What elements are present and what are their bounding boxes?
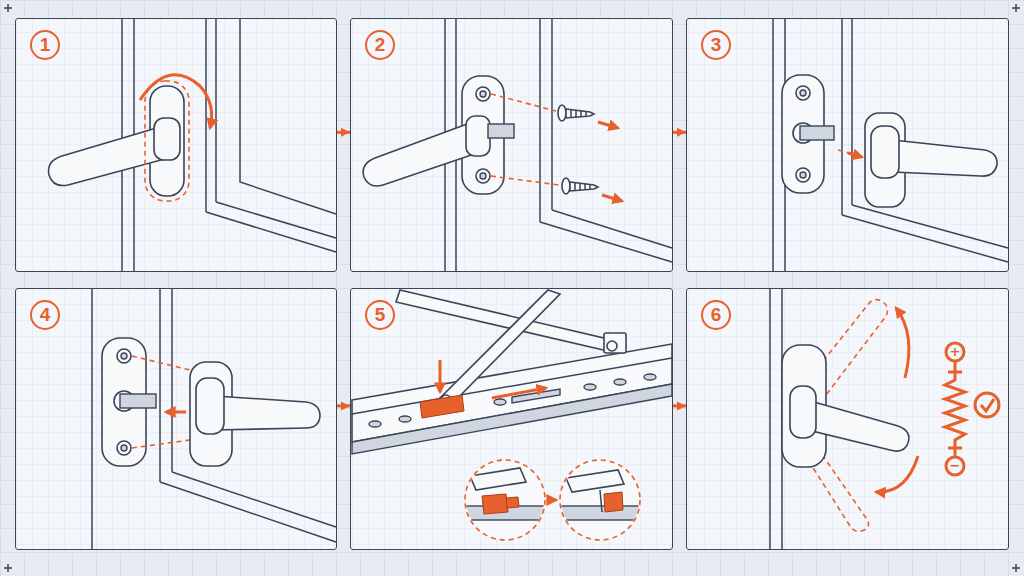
step-number: 4 [30,300,60,330]
tension-adjuster-figure [352,290,672,454]
step-number: 5 [365,300,395,330]
step-arrow [337,131,350,134]
step-panel: 1 [15,18,337,272]
screw-removal-figure [363,19,672,271]
corner-marks [4,4,1020,572]
step-panel: 5 [350,288,673,550]
panel-grounds [15,18,1009,550]
terminal-sign: − [947,458,963,474]
step-panel: 6 [686,288,1009,550]
step-number: 1 [30,30,60,60]
step-number: 2 [365,30,395,60]
handle-test-figure [770,289,999,549]
step-arrow [337,404,350,407]
handle-removal-figure [773,19,1008,271]
handle-fit-figure [92,289,336,549]
step-arrow [673,404,686,407]
step-number: 6 [701,300,731,330]
step-number: 3 [701,30,731,60]
detail-insets [460,460,646,540]
step-panel: 2 [350,18,673,272]
terminal-sign: + [947,344,963,360]
step-panel: 4 [15,288,337,550]
handle-rotate-figure [49,19,336,271]
step-panel: 3 [686,18,1009,272]
step-arrow [673,131,686,134]
